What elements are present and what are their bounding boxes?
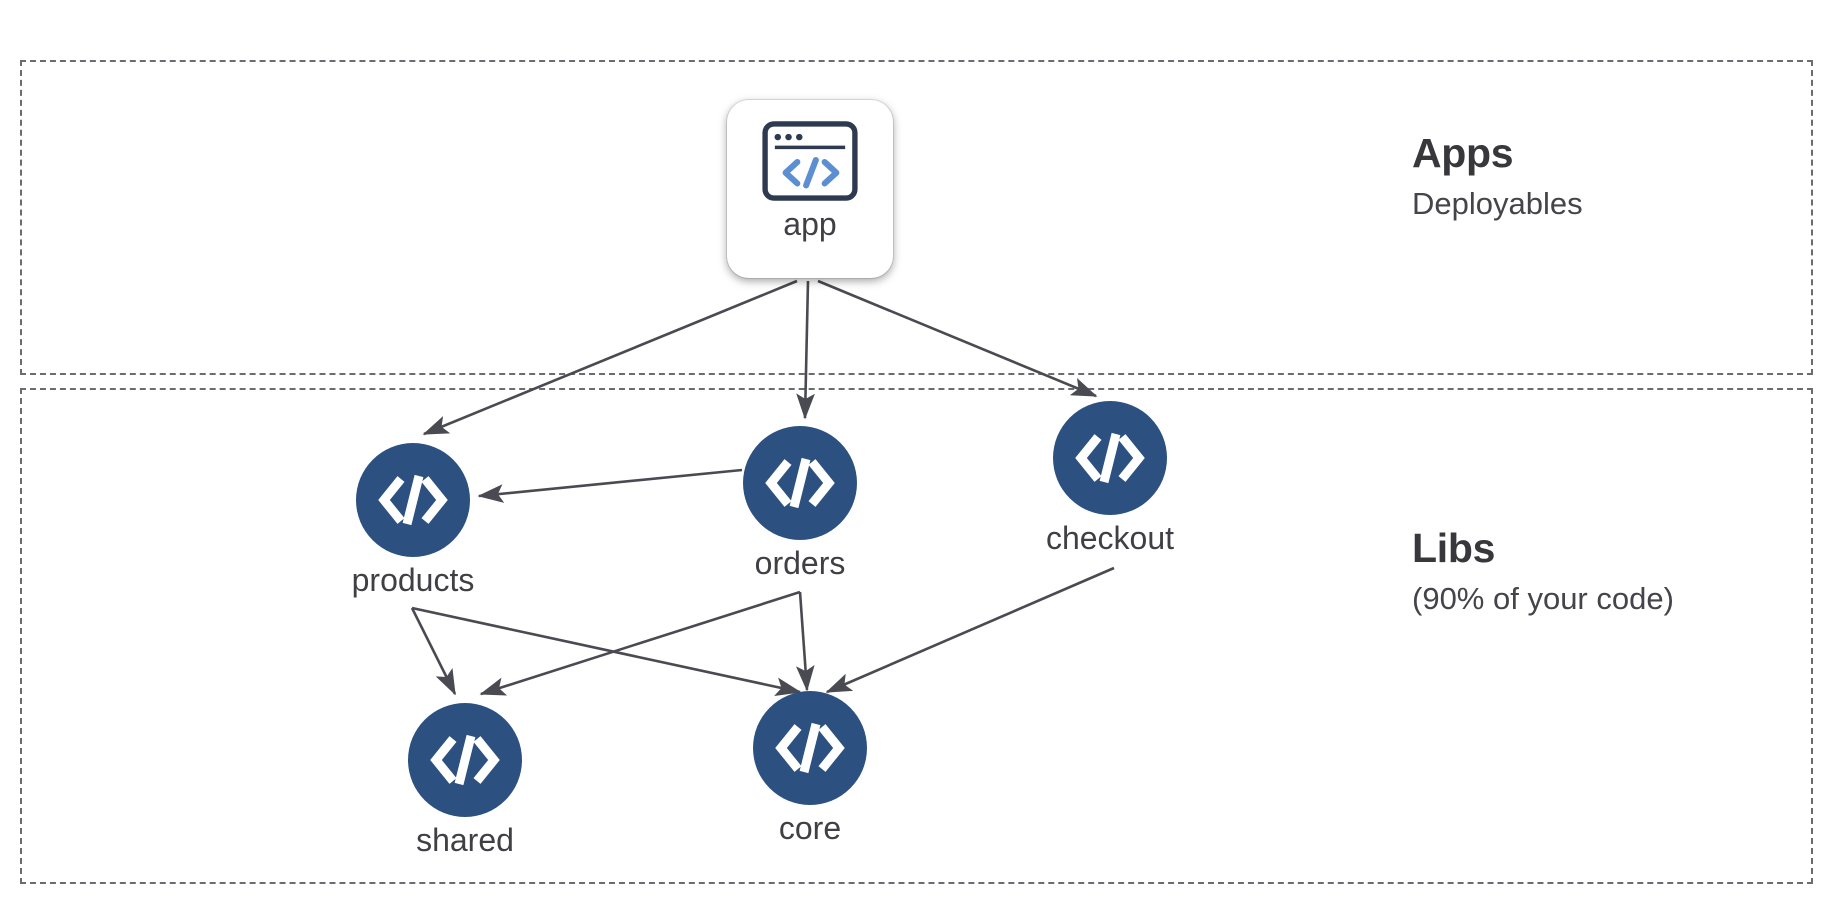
node-circle-checkout[interactable] [1053, 401, 1167, 515]
code-brackets-icon [430, 734, 500, 786]
edge-app-orders [796, 280, 815, 420]
browser-code-icon [762, 121, 858, 201]
node-label-core: core [778, 810, 842, 846]
node-label-checkout: checkout [1045, 520, 1175, 556]
edge-orders-products [477, 468, 743, 503]
group-subtitle-libs: (90% of your code) [1412, 581, 1674, 616]
edge-checkout-core [825, 566, 1115, 694]
group-title-libs: Libs [1412, 525, 1496, 571]
group-label-libs: Libs (90% of your code) [1412, 525, 1674, 616]
node-label-app: app [783, 206, 837, 242]
node-app[interactable]: app [727, 100, 893, 278]
code-brackets-icon [775, 722, 845, 774]
code-brackets-icon [1075, 432, 1145, 484]
node-circle-products[interactable] [356, 443, 470, 557]
group-container-libs [20, 388, 1813, 884]
code-brackets-icon [765, 457, 835, 509]
node-label-orders: orders [754, 545, 846, 581]
node-circle-orders[interactable] [743, 426, 857, 540]
node-label-products: products [351, 562, 475, 598]
edge-products-core [411, 606, 802, 696]
edge-app-products [422, 279, 798, 436]
node-circle-shared[interactable] [408, 703, 522, 817]
code-brackets-icon [378, 474, 448, 526]
edge-products-shared [410, 607, 457, 696]
group-container-apps [20, 60, 1813, 375]
edge-app-checkout [817, 279, 1098, 398]
edge-orders-core [795, 591, 815, 692]
node-circle-core[interactable] [753, 691, 867, 805]
group-subtitle-apps: Deployables [1412, 186, 1583, 221]
node-label-shared: shared [416, 822, 514, 858]
group-label-apps: Apps Deployables [1412, 130, 1583, 221]
edge-orders-shared [479, 590, 801, 696]
group-title-apps: Apps [1412, 130, 1514, 176]
